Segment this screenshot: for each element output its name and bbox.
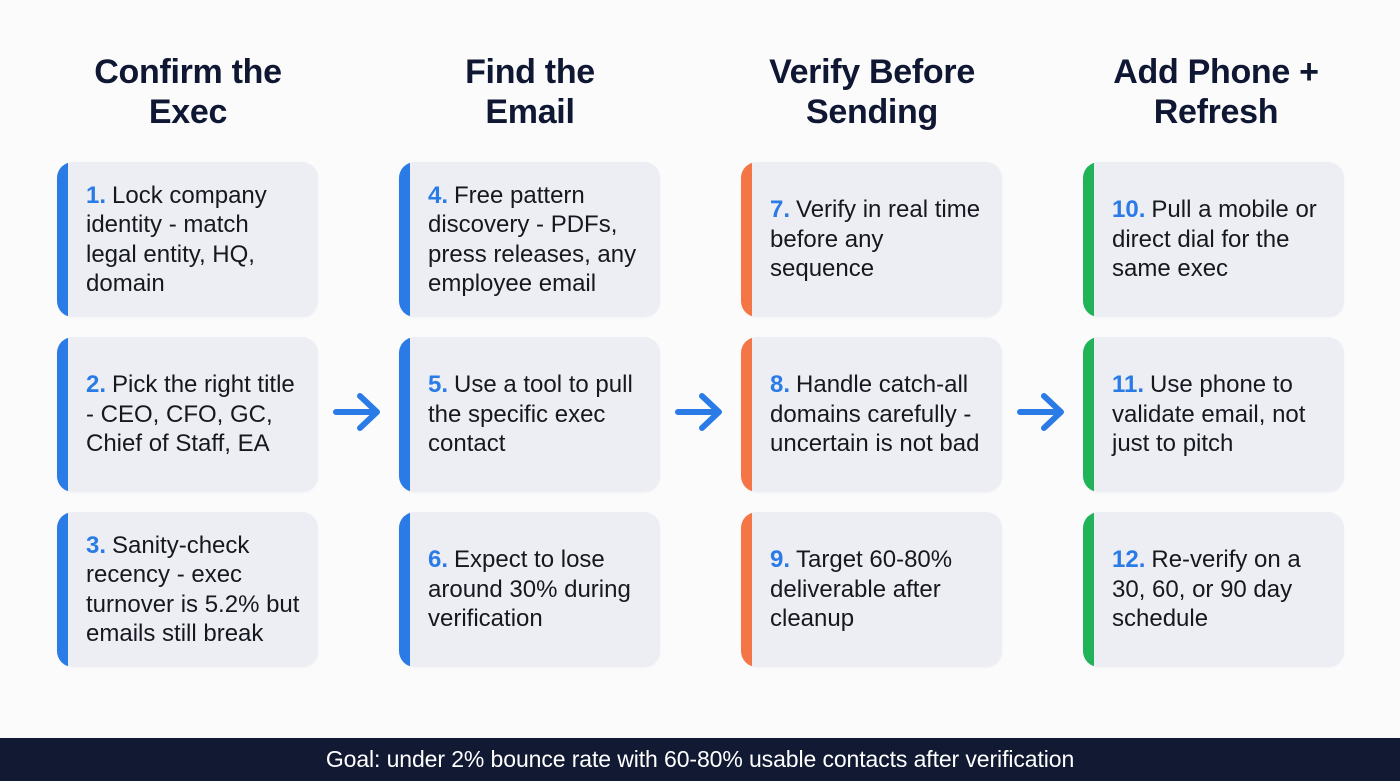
arrow-right-icon [675, 393, 722, 431]
title-line: Refresh [1153, 93, 1279, 131]
step-text: Expect to lose around 30% during verific… [428, 546, 631, 633]
title-line: Verify Before [769, 53, 975, 91]
step-card-6: 6.Expect to lose around 30% during verif… [399, 512, 660, 667]
arrow-right-icon [1017, 393, 1064, 431]
step-text: Pull a mobile or direct dial for the sam… [1112, 196, 1317, 283]
step-card-3: 3.Sanity-check recency - exec turnover i… [57, 512, 318, 667]
step-number: 6. [428, 546, 449, 574]
step-card-5: 5.Use a tool to pull the specific exec c… [399, 337, 660, 492]
arrow-right-icon [333, 393, 380, 431]
step-text: Re-verify on a 30, 60, or 90 day schedul… [1112, 546, 1301, 633]
step-number: 9. [770, 546, 791, 574]
step-text: Use a tool to pull the specific exec con… [428, 371, 633, 458]
column-title-confirm-exec: Confirm the Exec [38, 52, 338, 132]
step-number: 2. [86, 371, 107, 399]
step-card-1: 1.Lock company identity - match legal en… [57, 162, 318, 317]
step-number: 7. [770, 196, 791, 224]
step-card-11: 11.Use phone to validate email, not just… [1083, 337, 1344, 492]
step-text: Sanity-check recency - exec turnover is … [86, 531, 300, 648]
step-card-8: 8.Handle catch-all domains carefully - u… [741, 337, 1002, 492]
step-card-4: 4.Free pattern discovery - PDFs, press r… [399, 162, 660, 317]
step-text: Handle catch-all domains carefully - unc… [770, 371, 980, 458]
title-line: Email [485, 93, 575, 131]
step-text: Pick the right title - CEO, CFO, GC, Chi… [86, 371, 295, 458]
step-card-7: 7.Verify in real time before any sequenc… [741, 162, 1002, 317]
step-text: Free pattern discovery - PDFs, press rel… [428, 181, 637, 298]
goal-footer-bar: Goal: under 2% bounce rate with 60-80% u… [0, 738, 1400, 781]
step-number: 4. [428, 181, 449, 209]
column-title-find-email: Find the Email [380, 52, 680, 132]
step-card-10: 10.Pull a mobile or direct dial for the … [1083, 162, 1344, 317]
step-number: 12. [1112, 546, 1146, 574]
step-card-2: 2.Pick the right title - CEO, CFO, GC, C… [57, 337, 318, 492]
step-text: Verify in real time before any sequence [770, 196, 981, 283]
step-text: Lock company identity - match legal enti… [86, 181, 267, 298]
title-line: Add Phone + [1113, 53, 1319, 91]
step-number: 10. [1112, 196, 1146, 224]
title-line: Exec [148, 93, 228, 131]
goal-text: Goal: under 2% bounce rate with 60-80% u… [325, 746, 1075, 772]
step-text: Use phone to validate email, not just to… [1112, 371, 1306, 458]
step-card-12: 12.Re-verify on a 30, 60, or 90 day sche… [1083, 512, 1344, 667]
step-text: Target 60-80% deliverable after cleanup [770, 546, 953, 633]
title-line: Sending [805, 93, 938, 131]
title-line: Find the [465, 53, 595, 91]
step-number: 1. [86, 181, 107, 209]
step-number: 5. [428, 371, 449, 399]
title-line: Confirm the [94, 53, 282, 91]
step-number: 8. [770, 371, 791, 399]
step-number: 11. [1112, 371, 1145, 399]
step-number: 3. [86, 531, 107, 559]
column-title-add-phone-refresh: Add Phone + Refresh [1066, 52, 1366, 132]
step-card-9: 9.Target 60-80% deliverable after cleanu… [741, 512, 1002, 667]
column-title-verify-before-sending: Verify Before Sending [722, 52, 1022, 132]
